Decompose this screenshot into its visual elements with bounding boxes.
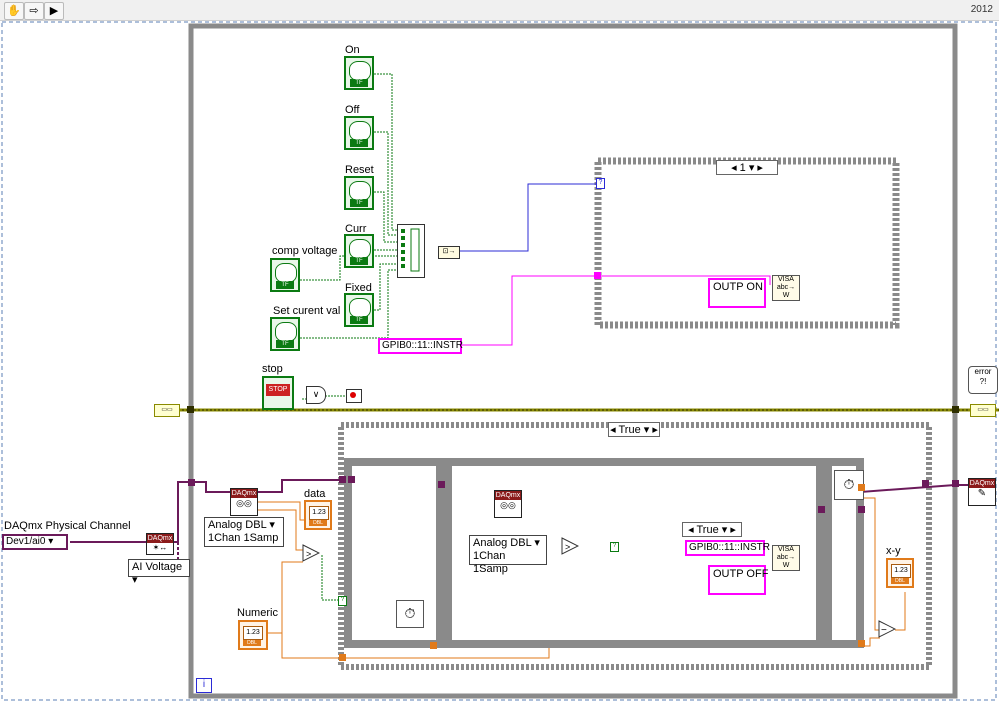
svg-text:>: > [565, 542, 570, 552]
reset-label: Reset [345, 164, 374, 176]
simple-error-handler-icon[interactable]: error?! [968, 366, 998, 394]
tunnel[interactable] [438, 481, 445, 488]
curr-label: Curr [345, 223, 367, 235]
tunnel[interactable] [952, 480, 959, 487]
toolbar: ✋ ⇨ ▶ 2012 [0, 0, 999, 21]
tunnel[interactable] [858, 506, 865, 513]
inner-case-selector[interactable]: ◂ True ▾ ▸ [682, 522, 742, 537]
sequence-frame-1[interactable] [344, 458, 444, 648]
numeric-label: Numeric [237, 607, 278, 619]
led-icon [349, 61, 371, 81]
led-icon [275, 263, 297, 283]
on-boolean-control[interactable]: TF [344, 56, 374, 90]
block-diagram[interactable]: On TF Off TF Reset TF Curr TF comp volta… [0, 20, 999, 702]
svg-text:−: − [881, 625, 887, 636]
or-gate-node[interactable]: ∨ [306, 386, 326, 404]
set-current-boolean-control[interactable]: TF [270, 317, 300, 351]
tunnel[interactable] [188, 479, 195, 486]
off-label: Off [345, 104, 360, 116]
run-arrow-icon[interactable]: ⇨ [24, 2, 44, 20]
fixed-label: Fixed [345, 282, 372, 294]
greater-than-node-2[interactable]: > [561, 537, 580, 555]
led-icon [349, 298, 371, 318]
case-selector-terminal-inner[interactable]: ? [610, 542, 619, 552]
reset-boolean-control[interactable]: TF [344, 176, 374, 210]
physical-channel-label: DAQmx Physical Channel [4, 520, 131, 532]
curr-boolean-control[interactable]: TF [344, 234, 374, 268]
gpib-resource-constant[interactable]: GPIB0::11::INSTR [378, 338, 463, 354]
on-label: On [345, 44, 360, 56]
boolean-array-to-number-node[interactable]: ⊡→ [438, 246, 460, 259]
daqmx-read-selector-1[interactable]: Analog DBL ▾1Chan 1Samp [204, 517, 284, 547]
while-loop-border [188, 23, 958, 699]
comp-voltage-label: comp voltage [272, 245, 338, 257]
error-in-constant[interactable]: ▭▭ [154, 404, 180, 417]
greater-than-node-1[interactable]: > [302, 544, 321, 562]
fixed-boolean-control[interactable]: TF [344, 293, 374, 327]
outer-case-value: True [618, 424, 641, 436]
gpib-inner-constant[interactable]: GPIB0::11::INSTR [685, 540, 770, 556]
tunnel[interactable] [922, 480, 929, 487]
set-current-label: Set curent val [273, 305, 341, 317]
top-case-selector[interactable]: ◂ 1 ▾ ▸ [716, 160, 778, 175]
error-out-indicator[interactable]: ▭▭ [970, 404, 996, 417]
ai-voltage-selector[interactable]: AI Voltage ▾ [128, 559, 190, 586]
tunnel[interactable] [858, 640, 865, 647]
daqmx-create-channel-node[interactable]: DAQmx ✶↔ [146, 533, 174, 555]
inner-case-value: True [696, 524, 719, 536]
tunnel[interactable] [858, 484, 865, 491]
led-icon [275, 322, 297, 342]
shift-register-left[interactable] [187, 406, 194, 413]
outp-on-string-constant[interactable]: OUTP ON [708, 278, 766, 308]
daqmx-read-node-1[interactable]: DAQmx ◎◎ [230, 488, 258, 516]
stop-label: stop [262, 363, 283, 375]
data-label: data [304, 488, 326, 500]
case-selector-terminal-outer[interactable]: ? [338, 596, 347, 606]
subtract-node[interactable]: − [878, 620, 897, 638]
loop-condition-terminal[interactable] [346, 389, 362, 403]
outp-off-string-constant[interactable]: OUTP OFF [708, 565, 768, 595]
top-case-value: 1 [739, 162, 746, 174]
daqmx-clear-task-node[interactable]: DAQmx ✎ [968, 478, 996, 506]
comp-voltage-boolean-control[interactable]: TF [270, 258, 300, 292]
run-continuous-icon[interactable]: ▶ [44, 2, 64, 20]
version-label: 2012 [970, 4, 993, 15]
stop-button-control[interactable]: STOP [262, 376, 294, 410]
build-array-icon [401, 228, 420, 272]
hand-tool-icon[interactable]: ✋ [4, 2, 24, 20]
led-icon [349, 181, 371, 201]
led-icon [349, 239, 371, 259]
tunnel[interactable] [339, 654, 346, 661]
tunnel[interactable] [818, 506, 825, 513]
daqmx-read-node-2[interactable]: DAQmx ◎◎ [494, 490, 522, 518]
tunnel[interactable] [339, 476, 346, 483]
physical-channel-control[interactable]: Dev1/ai0 ▾ [2, 534, 68, 550]
stop-circle-icon [350, 392, 356, 398]
tunnel[interactable] [430, 642, 437, 649]
iteration-terminal[interactable]: i [196, 678, 212, 693]
outer-case-selector[interactable]: ◂ True ▾ ▸ [608, 422, 660, 437]
led-icon [349, 121, 371, 141]
off-boolean-control[interactable]: TF [344, 116, 374, 150]
tunnel[interactable] [348, 476, 355, 483]
daqmx-read-selector-2[interactable]: Analog DBL ▾1Chan 1Samp [469, 535, 547, 575]
svg-text:>: > [306, 549, 311, 559]
case-selector-terminal[interactable]: ? [596, 178, 605, 189]
build-array-node[interactable] [397, 224, 425, 278]
tunnel[interactable] [594, 272, 601, 279]
shift-register-right[interactable] [952, 406, 959, 413]
wait-timer-icon[interactable]: ⏱ [396, 600, 424, 628]
xy-label: x-y [886, 545, 901, 557]
